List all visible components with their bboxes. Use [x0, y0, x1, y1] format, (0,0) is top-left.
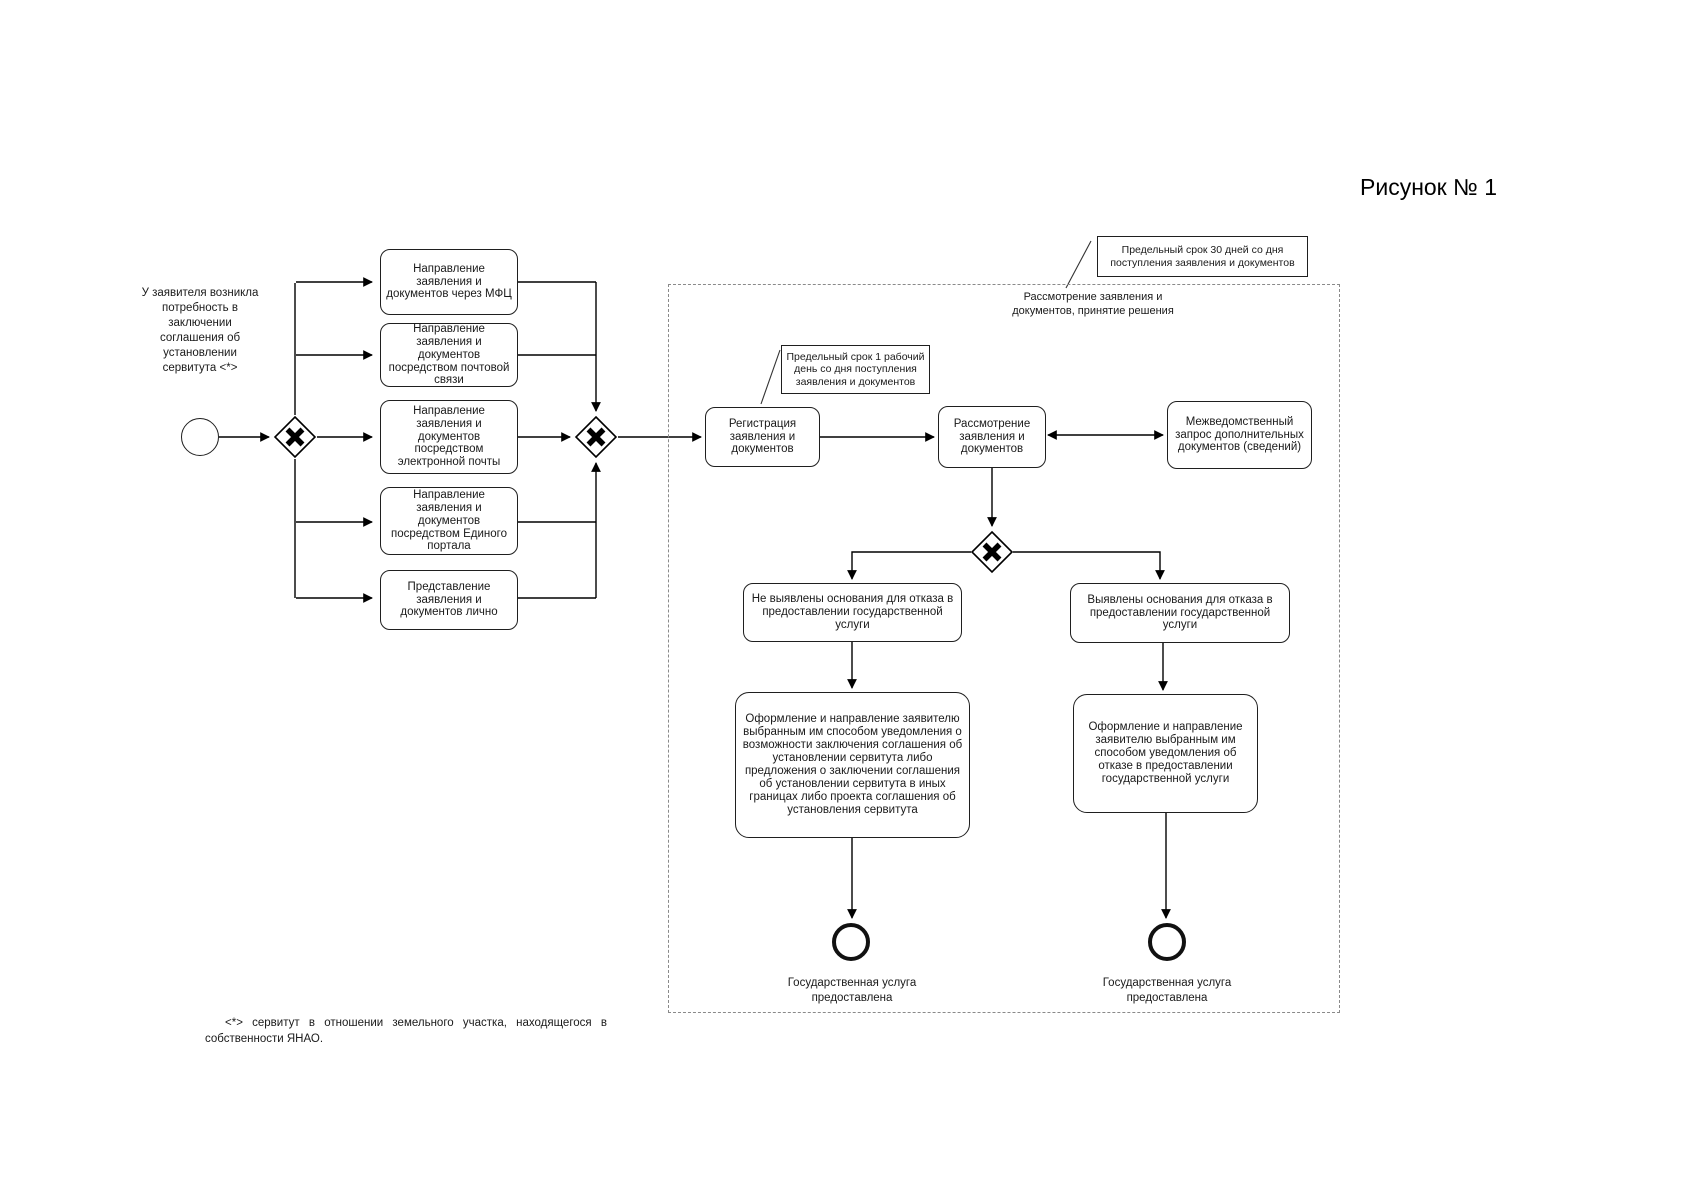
task-channel-email: Направление заявления и документов посре…: [380, 400, 518, 474]
start-event-label: У заявителя возникла потребность в заклю…: [141, 287, 259, 374]
subprocess-label: Рассмотрение заявления и документов, при…: [1012, 291, 1174, 317]
task-interagency-request: Межведомственный запрос дополнительных д…: [1167, 401, 1312, 469]
outcome-refusal-grounds: Выявлены основания для отказа в предоста…: [1070, 583, 1290, 643]
end-event-circle-left: [832, 923, 870, 961]
exclusive-gateway-icon: [970, 530, 1014, 574]
outcome-no-refusal-grounds: Не выявлены основания для отказа в предо…: [743, 583, 962, 642]
task-channel-in-person: Представление заявления и документов лич…: [380, 570, 518, 630]
task-registration: Регистрация заявления и документов: [705, 407, 820, 467]
exclusive-gateway-icon: [574, 415, 618, 459]
annotation-term-30-days: Предельный срок 30 дней со дня поступлен…: [1097, 236, 1308, 277]
end-event-label-right: Государственная услуга предоставлена: [1102, 977, 1232, 1004]
subprocess-boundary: [668, 284, 1340, 1013]
exclusive-gateway-merge: [574, 415, 618, 459]
annotation-term-1-day: Предельный срок 1 рабочий день со дня по…: [781, 345, 930, 394]
task-channel-post: Направление заявления и документов посре…: [380, 323, 518, 387]
exclusive-gateway-split: [273, 415, 317, 459]
end-event-label-left: Государственная услуга предоставлена: [787, 977, 917, 1004]
start-event-circle: [181, 418, 219, 456]
task-notify-refusal: Оформление и направление заявителю выбра…: [1073, 694, 1258, 813]
figure-title: Рисунок № 1: [1360, 174, 1497, 200]
footnote: <*> сервитут в отношении земельного учас…: [205, 1017, 607, 1045]
task-review: Рассмотрение заявления и документов: [938, 406, 1046, 468]
task-notify-grant: Оформление и направление заявителю выбра…: [735, 692, 970, 838]
exclusive-gateway-icon: [273, 415, 317, 459]
task-channel-portal: Направление заявления и документов посре…: [380, 487, 518, 555]
task-channel-mfc: Направление заявления и документов через…: [380, 249, 518, 315]
exclusive-gateway-decision: [970, 530, 1014, 574]
end-event-circle-right: [1148, 923, 1186, 961]
